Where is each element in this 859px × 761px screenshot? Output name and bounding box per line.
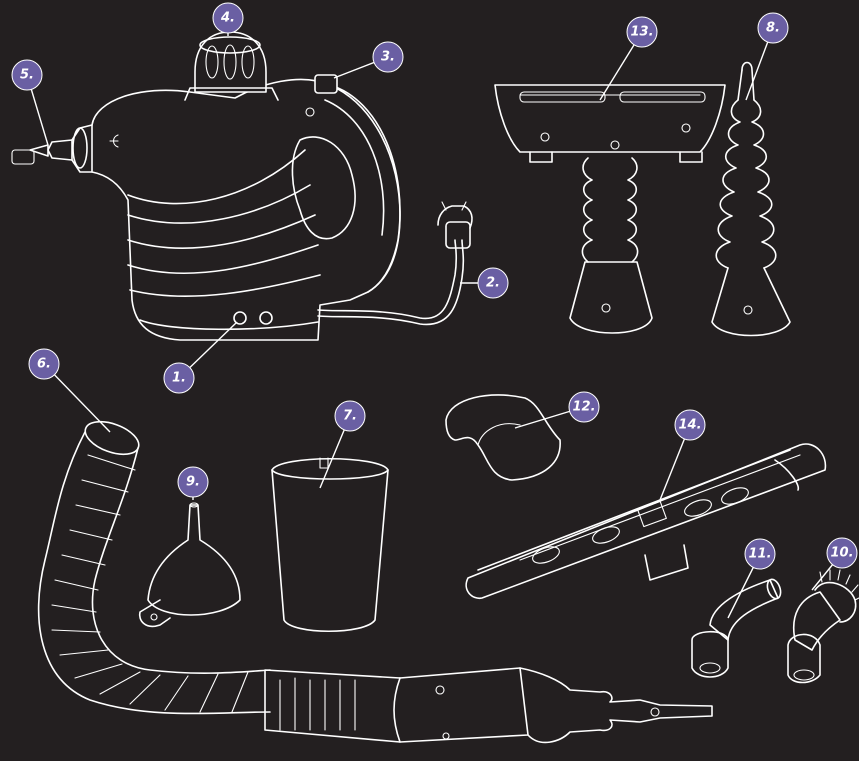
callout-2-label: 2.	[486, 276, 500, 291]
angled-nozzle	[692, 578, 783, 677]
steam-cleaner-body	[12, 32, 472, 340]
callout-10-label: 10.	[830, 546, 853, 561]
callout-5: 5.	[12, 60, 42, 90]
callout-14: 14.	[675, 410, 705, 440]
callout-7: 7.	[335, 401, 365, 431]
callout-4: 4.	[213, 3, 243, 33]
callout-12-label: 12.	[572, 400, 595, 415]
callout-14-label: 14.	[678, 418, 701, 433]
callout-12: 12.	[569, 392, 599, 422]
window-squeegee-attachment	[495, 85, 725, 333]
measuring-cup	[272, 458, 388, 631]
scraper-attachment	[446, 395, 560, 480]
concentrator-nozzle	[712, 63, 790, 336]
round-brush	[788, 570, 859, 683]
callout-11: 11.	[745, 539, 775, 569]
callout-2: 2.	[478, 268, 508, 298]
callout-9: 9.	[178, 467, 208, 497]
callout-1-label: 1.	[172, 371, 186, 386]
callout-7-label: 7.	[343, 409, 357, 424]
callout-1: 1.	[164, 363, 194, 393]
callout-10: 10.	[827, 538, 857, 568]
callout-9-label: 9.	[186, 475, 200, 490]
callout-13: 13.	[627, 17, 657, 47]
callout-4-label: 4.	[220, 11, 235, 26]
callout-11-label: 11.	[748, 547, 771, 562]
callout-6: 6.	[29, 349, 59, 379]
callout-8-label: 8.	[766, 21, 780, 36]
callout-6-label: 6.	[37, 357, 51, 372]
callout-5-label: 5.	[20, 68, 34, 83]
callout-3: 3.	[373, 42, 403, 72]
squeegee-blade	[466, 444, 825, 598]
funnel	[140, 503, 240, 626]
callout-8: 8.	[758, 13, 788, 43]
extension-hose	[39, 415, 712, 742]
callout-13-label: 13.	[630, 25, 653, 40]
callout-3-label: 3.	[381, 50, 395, 65]
